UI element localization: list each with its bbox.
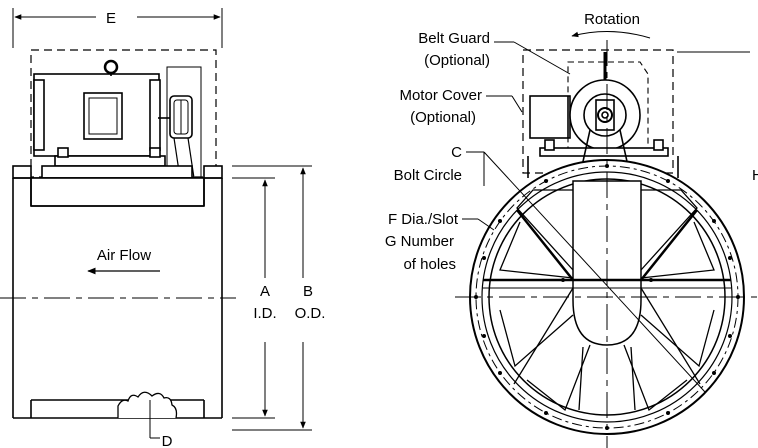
front-motor [529,95,571,139]
front-view [455,30,758,448]
label-rotation: Rotation [584,11,640,28]
motor-end-left [33,79,45,151]
front-belt-guard [567,61,649,151]
label-h: H [752,167,758,184]
label-belt-guard: Belt Guard [418,30,490,47]
label-e: E [106,10,116,27]
labels: E Air Flow A I.D. B O.D. D Belt Guard (O… [97,10,758,448]
motor-base [54,155,166,167]
cutaway-d [117,391,178,419]
side-view [0,8,312,439]
label-d: D [162,433,173,448]
label-f-slot: F Dia./Slot [388,211,459,228]
fan-blades [499,189,715,412]
rotation-arrow [571,30,651,39]
label-bolt-circle: Bolt Circle [394,167,462,184]
label-a: A [260,283,270,300]
label-air-flow: Air Flow [97,247,151,264]
lifting-eye [103,59,119,75]
label-b: B [303,283,313,300]
housing-flange-right [203,165,223,179]
label-g-number: G Number [385,233,454,250]
housing-flange-left [12,165,32,179]
label-c: C [451,144,462,161]
housing-upper [30,177,205,207]
label-id: I.D. [253,305,276,322]
front-cover-outline [522,49,674,174]
label-of-holes: of holes [403,256,456,273]
label-motor-cover: Motor Cover [399,87,482,104]
motor-end-right [149,79,161,151]
label-od: O.D. [295,305,326,322]
label-belt-guard-optional: (Optional) [424,52,490,69]
label-motor-cover-optional: (Optional) [410,109,476,126]
bolt-circle-leader [483,151,706,393]
front-base [539,147,669,157]
bolt-holes [474,164,740,430]
